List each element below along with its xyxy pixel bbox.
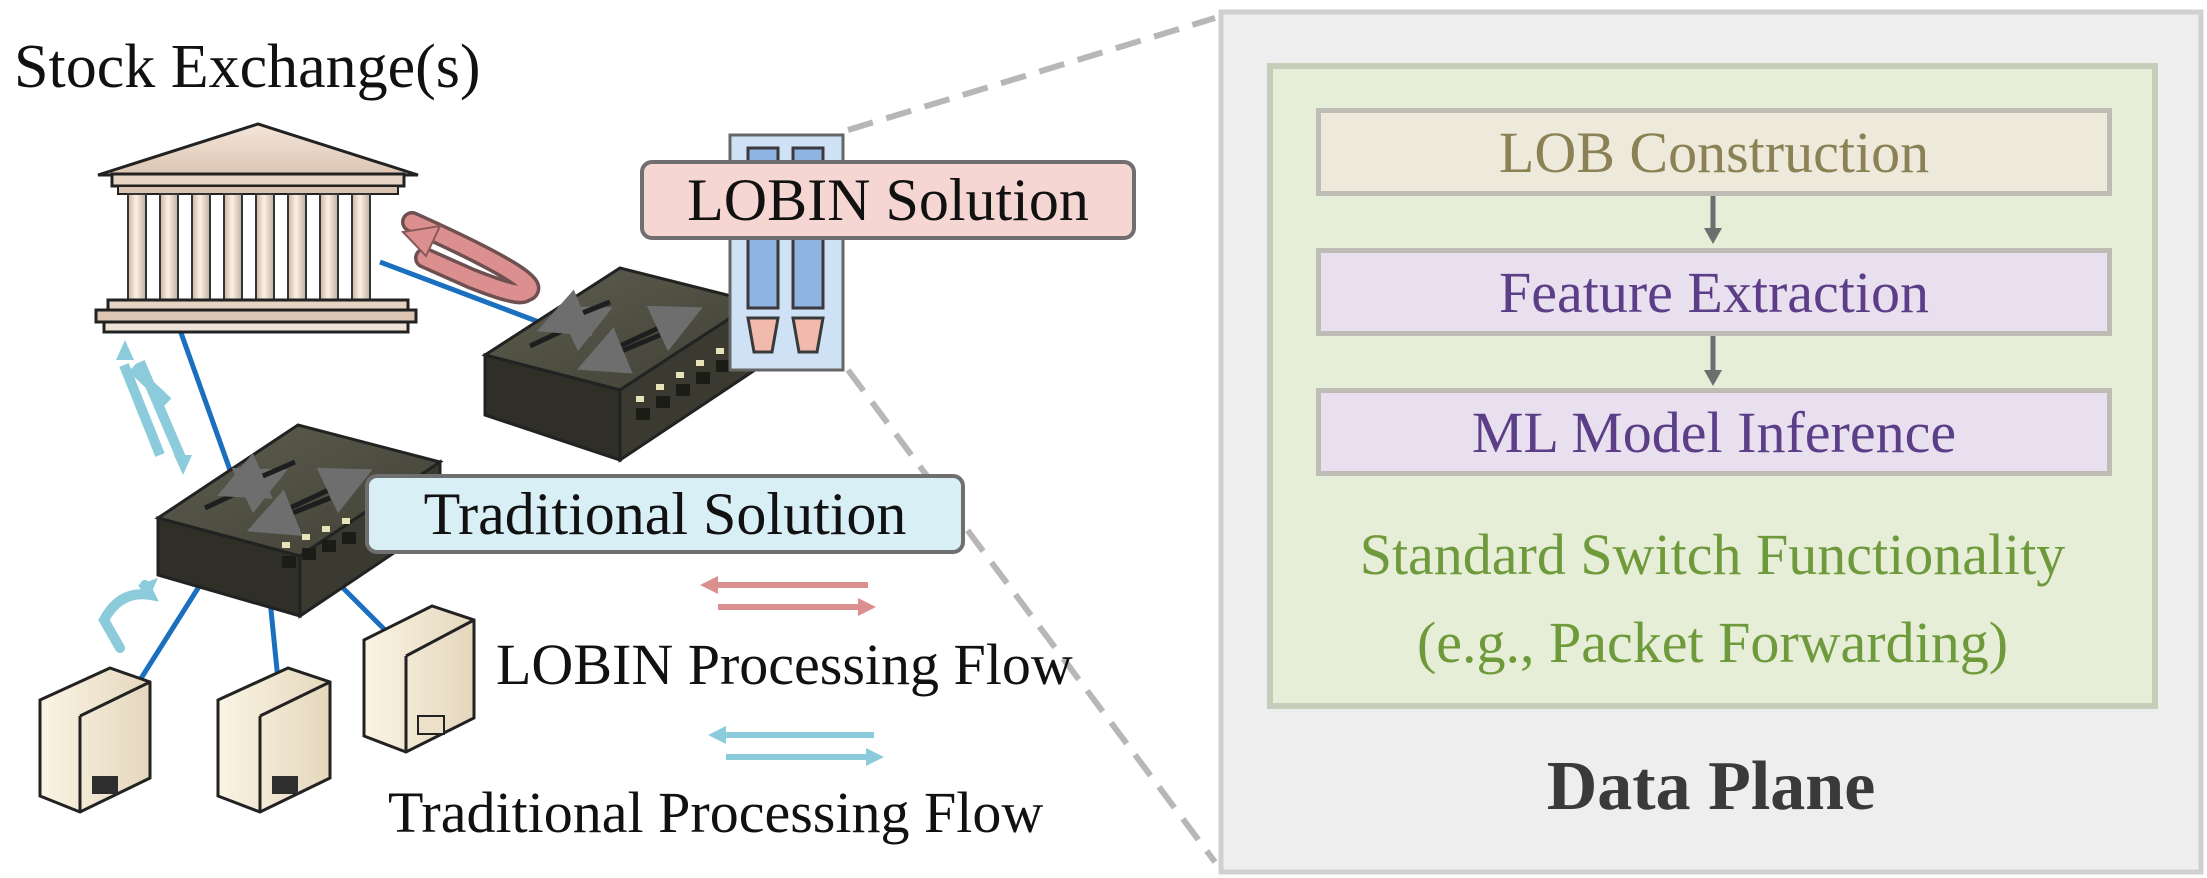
stage-feature-extraction: Feature Extraction	[1316, 248, 2112, 336]
legend-traditional-arrows	[708, 726, 884, 766]
base-functionality-line-2: (e.g., Packet Forwarding)	[1416, 610, 2009, 675]
stage-lob-construction: LOB Construction	[1316, 108, 2112, 196]
exchange-label: Stock Exchange(s)	[14, 33, 481, 101]
traditional-solution-label: Traditional Solution	[365, 474, 965, 554]
stage-ml-inference: ML Model Inference	[1316, 388, 2112, 476]
stage-feature-extraction-text: Feature Extraction	[1499, 259, 1929, 325]
server-icon-2	[216, 666, 332, 814]
stage-lob-construction-text: LOB Construction	[1498, 119, 1930, 185]
lobin-switch-icon	[481, 266, 759, 463]
base-functionality-line-1: Standard Switch Functionality	[1359, 522, 2066, 587]
traditional-flow-arrows	[98, 360, 187, 653]
traditional-solution-text: Traditional Solution	[423, 480, 907, 547]
exchange-building-icon	[94, 122, 419, 334]
legend-traditional-label: Traditional Processing Flow	[388, 780, 1044, 845]
legend-lobin-label: LOBIN Processing Flow	[496, 632, 1073, 697]
legend-lobin-arrows	[700, 576, 876, 616]
lobin-flow-arrow	[400, 211, 541, 305]
lobin-solution-label: LOBIN Solution	[640, 160, 1136, 240]
lobin-solution-text: LOBIN Solution	[687, 166, 1089, 233]
data-plane-title: Data Plane	[1546, 748, 1876, 825]
traditional-flow-arrowheads	[116, 340, 192, 600]
server-icon-1	[38, 666, 152, 814]
network-links	[137, 259, 561, 682]
callout-lines	[845, 15, 1218, 864]
server-icon-3	[362, 604, 476, 754]
stage-ml-inference-text: ML Model Inference	[1471, 399, 1957, 465]
